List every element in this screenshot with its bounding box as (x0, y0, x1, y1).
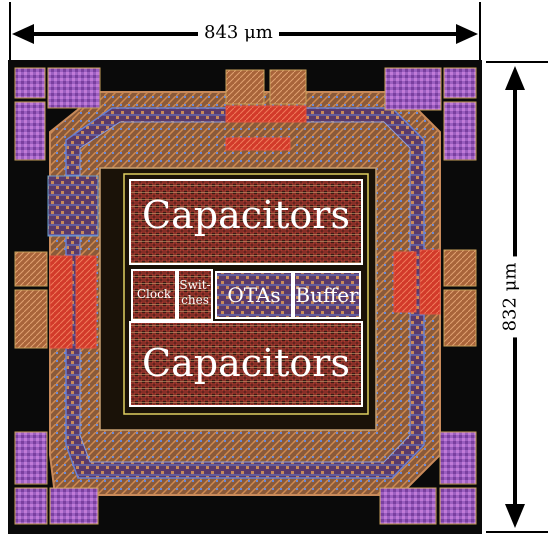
corner-pad-bottom-right (439, 431, 477, 485)
corner-pad-bottom-left (14, 431, 48, 485)
core-blocks-outline (123, 173, 369, 415)
right-pads (393, 249, 477, 347)
corner-pad-top-right-2 (443, 67, 477, 99)
left-pads (14, 251, 97, 349)
top-pad (225, 69, 307, 151)
corner-pad-top-left (14, 67, 46, 99)
capacitors-bottom-label: Capacitors (142, 341, 350, 385)
buffer-label: Buffer (295, 283, 359, 307)
corner-pad-top-left-2 (47, 67, 101, 109)
capacitors-bottom-block (129, 321, 363, 407)
corner-pads (14, 67, 477, 525)
corner-pad-top-right-3 (443, 101, 477, 161)
corner-pad-bottom-left-3 (49, 487, 99, 525)
switches-block (177, 269, 213, 321)
left-cell-block (47, 175, 99, 237)
otas-label: OTAs (227, 283, 281, 307)
corner-pad-top-left-3 (14, 101, 46, 161)
otas-block (215, 271, 293, 319)
switches-label: Swit- ches (179, 278, 211, 307)
clock-block (131, 269, 177, 321)
capacitors-top-block (129, 179, 363, 265)
corner-pad-bottom-right-2 (439, 487, 477, 525)
corner-pad-bottom-left-2 (14, 487, 48, 525)
height-label: 832 μm (499, 256, 522, 338)
capacitors-top-label: Capacitors (142, 193, 350, 237)
corner-pad-top-right (384, 67, 442, 111)
buffer-block (293, 271, 361, 319)
clock-label: Clock (136, 287, 172, 301)
corner-pad-bottom-right-3 (379, 487, 437, 525)
width-label: 843 μm (198, 22, 279, 44)
